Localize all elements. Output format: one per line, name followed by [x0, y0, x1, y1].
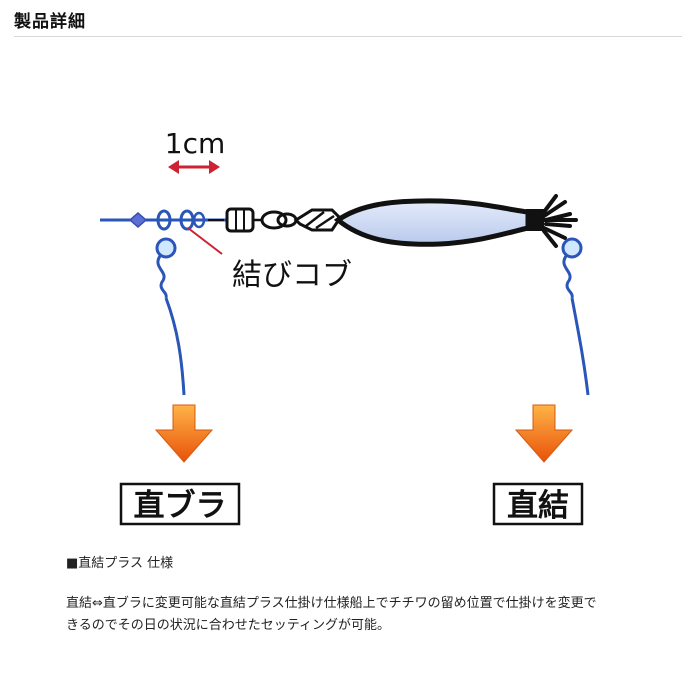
knot-label: 結びコブ	[232, 258, 352, 293]
eye-ring-left	[155, 237, 177, 259]
measure-arrow	[168, 160, 220, 174]
spec-text-line-1: 直結⇔直ブラに変更可能な直結プラス仕掛け仕様船上でチチワの留め位置で仕掛けを変更…	[66, 596, 597, 611]
result-label-left: 直ブラ	[134, 488, 227, 524]
down-arrow-right	[514, 404, 574, 463]
spec-section: ■直結プラス 仕様 直結⇔直ブラに変更可能な直結プラス仕掛け仕様船上でチチワの留…	[66, 552, 666, 637]
eye-ring-right	[561, 237, 583, 259]
rig-diagram-svg: 1cm 結びコブ	[100, 127, 590, 526]
down-arrow-left	[154, 404, 214, 463]
knot-left	[156, 209, 172, 231]
knot-right	[179, 209, 206, 231]
spec-text-line-2: きるのでその日の状況に合わせたセッティングが可能。	[66, 618, 390, 633]
result-label-right: 直結	[507, 488, 569, 524]
dropper-line-left	[164, 297, 186, 396]
measure-label: 1cm	[165, 127, 225, 160]
section-title: 製品詳細	[14, 12, 86, 32]
rig-diagram: 1cm 結びコブ	[0, 60, 700, 540]
loop-left	[156, 255, 168, 299]
result-box-left: 直ブラ	[119, 482, 241, 526]
swivel	[225, 207, 298, 233]
hook-cluster	[526, 194, 578, 248]
loop-right	[562, 255, 574, 299]
snap	[293, 208, 342, 232]
lure-body	[333, 198, 531, 247]
spec-title: ■直結プラス 仕様	[66, 556, 174, 571]
dropper-line-right	[570, 297, 590, 396]
section-header: 製品詳細	[14, 0, 682, 37]
knot-pointer	[187, 227, 223, 255]
bead	[128, 212, 148, 228]
result-box-right: 直結	[492, 482, 584, 526]
